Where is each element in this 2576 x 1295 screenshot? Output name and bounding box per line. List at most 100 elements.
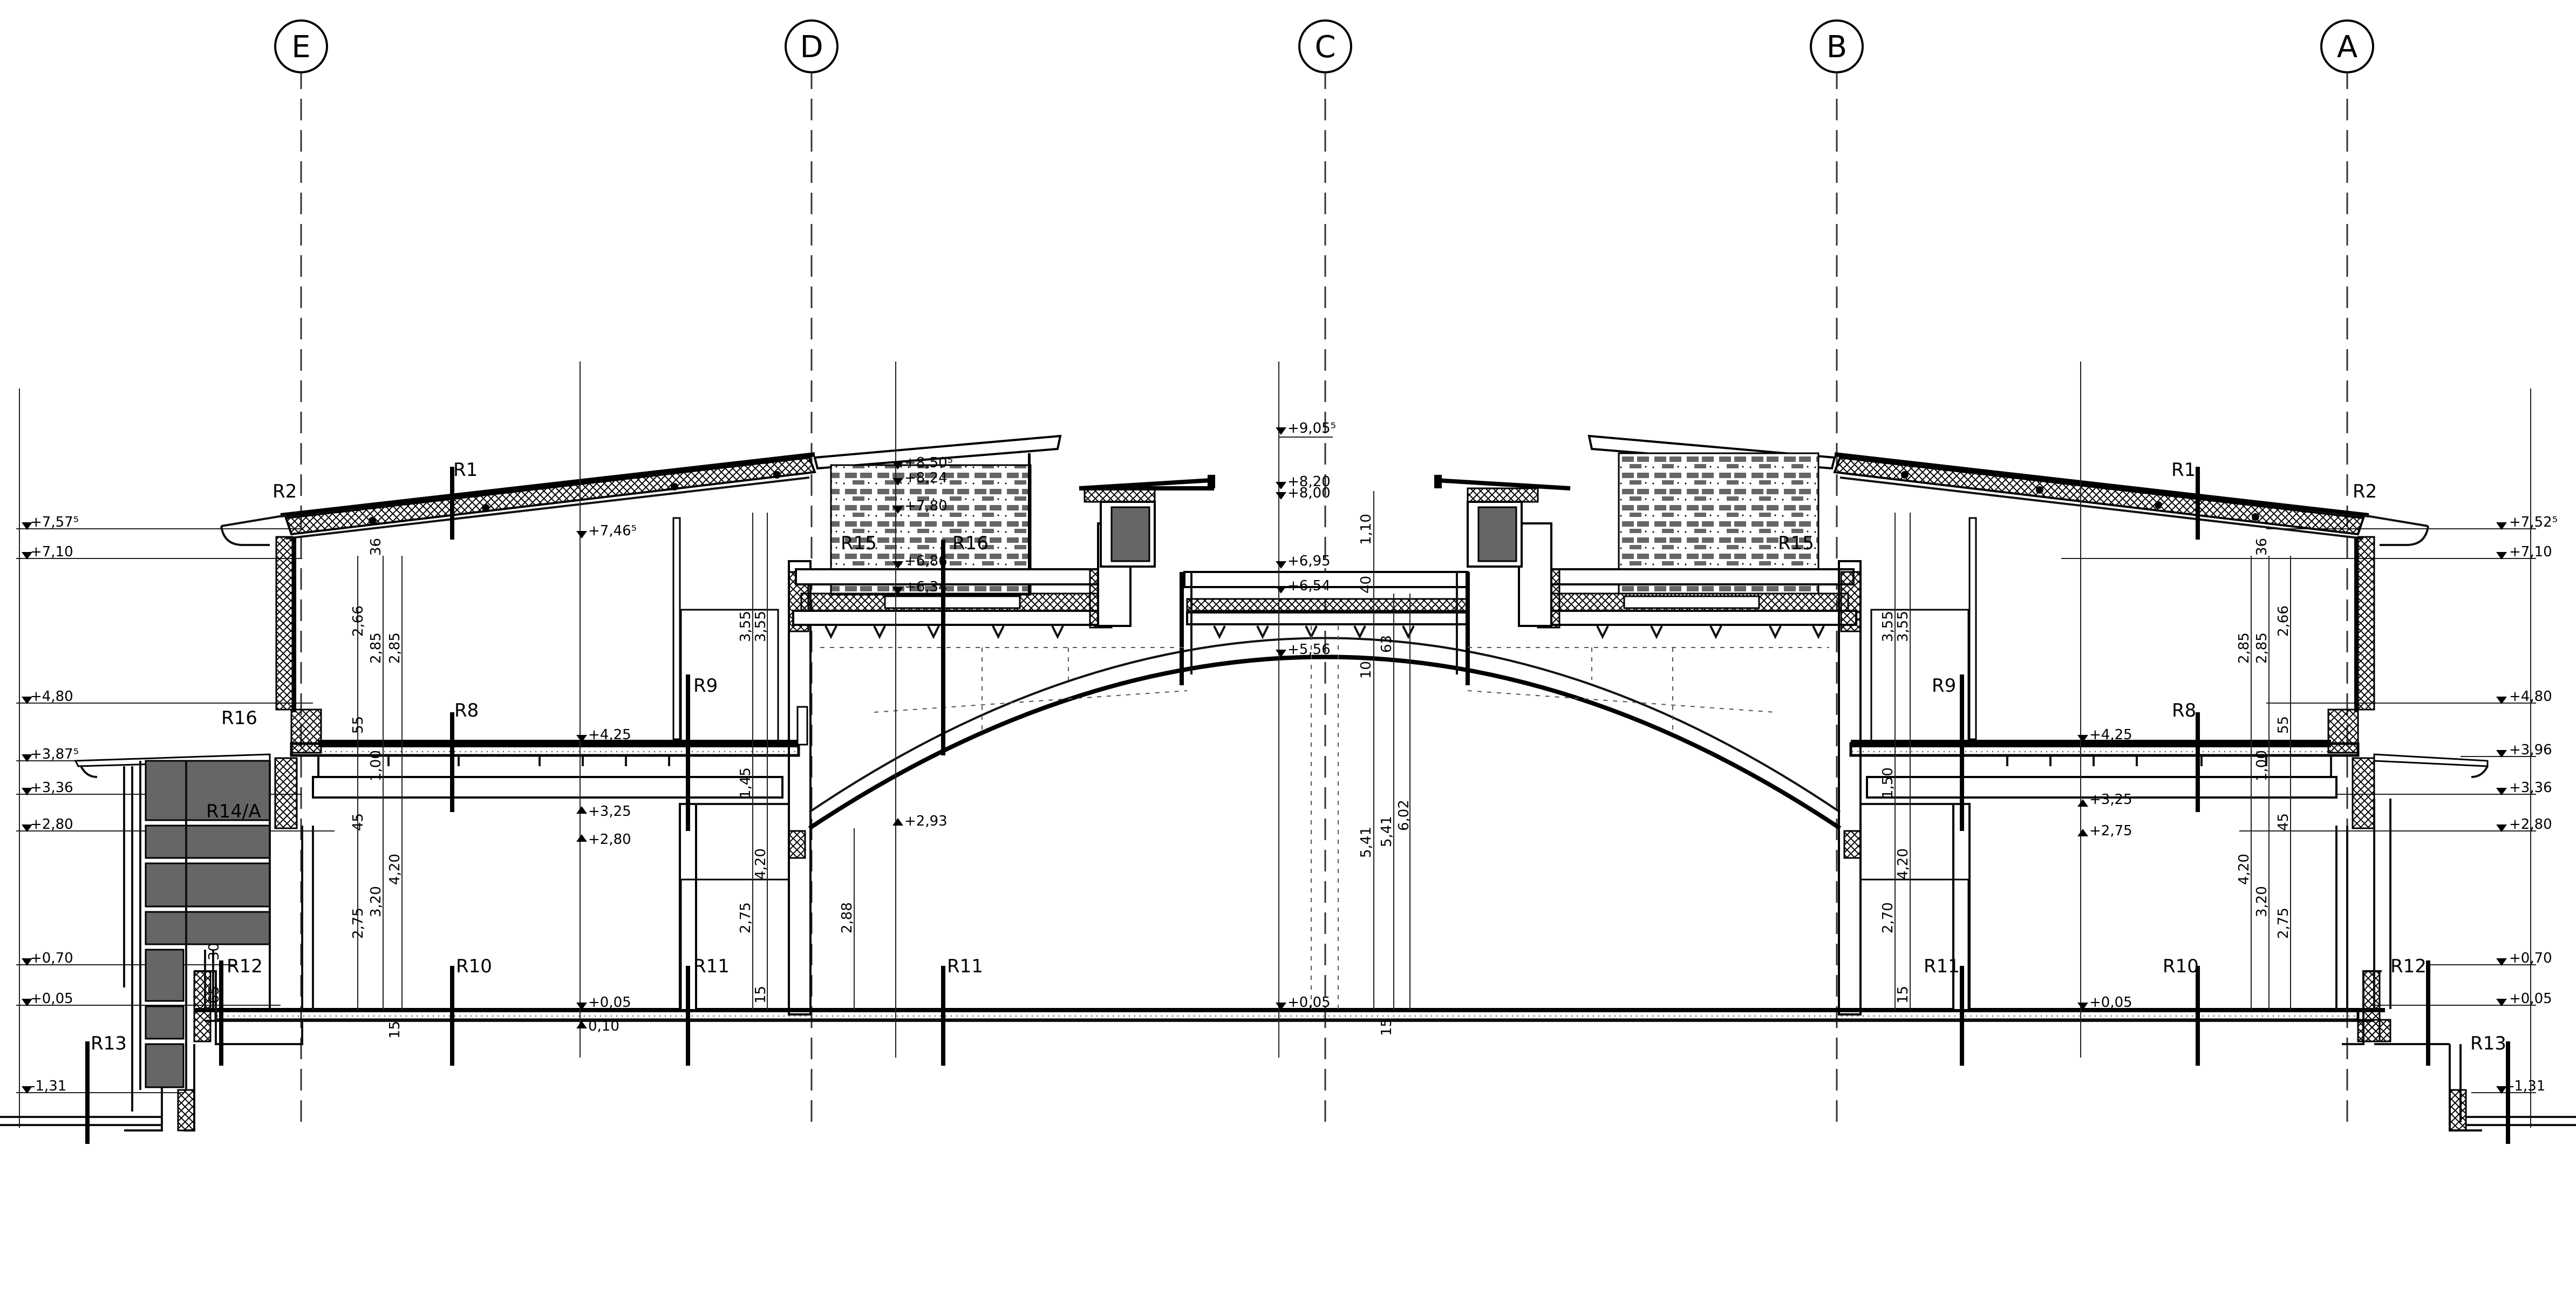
elev-left-8: -1,31 — [30, 1078, 66, 1094]
dim-left-16: 2,88 — [839, 902, 855, 933]
elev-left-slab: +3,25 — [588, 803, 631, 820]
ref-right-R9: R9 — [1932, 675, 1956, 697]
grid-label-D: D — [800, 30, 823, 65]
elev-left-5: +2,80 — [30, 816, 73, 833]
dim-center-5: 5,41 — [1379, 816, 1395, 847]
ref-left-R16b: R16 — [952, 533, 989, 554]
dim-left-7: 3,20 — [368, 886, 384, 917]
dim-left-17: 36 — [368, 538, 384, 556]
elev-center-6: +0,05 — [1287, 994, 1331, 1011]
elevations-right: +7,52⁵ +7,10 +4,80 +3,96 +3,36 +2,80 +0,… — [2496, 514, 2558, 1094]
grid-bubble-D — [785, 19, 839, 73]
tower-elevations: +8,50⁵ +8,24 +7,80 +6,86 +6,34 — [892, 455, 953, 595]
elev-left-1: +7,10 — [30, 544, 73, 560]
interior-elevations: +7,46⁵ +4,25 +3,25 +2,80 +0,05 0,10 +2,9… — [576, 523, 2132, 1034]
dim-center-0: 1,10 — [1358, 514, 1374, 545]
floor-slab — [0, 970, 2576, 1132]
elev-center-1: +8,20 — [1287, 474, 1331, 490]
dim-left-18: 65 — [206, 986, 222, 1004]
dim-right-15: 36 — [2254, 538, 2270, 556]
grid-bubble-E — [274, 19, 328, 73]
dimension-lines — [357, 362, 2291, 1058]
elev-right-slab: +3,25 — [2089, 792, 2132, 808]
dim-center-2: 63 — [1379, 635, 1395, 653]
grid-label-C: C — [1314, 30, 1335, 65]
elev-left-sub: 0,10 — [588, 1018, 619, 1034]
elev-right-4: +3,36 — [2509, 780, 2552, 796]
elev-right-low: +2,75 — [2089, 823, 2132, 839]
elev-left-low: +2,80 — [588, 831, 631, 848]
elev-left-7: +0,05 — [30, 991, 73, 1007]
dim-right-7: 45 — [2275, 813, 2292, 831]
dim-left-12: 1,45 — [738, 767, 754, 799]
dim-center-6: 6,02 — [1396, 800, 1412, 831]
grid-label-B: B — [1827, 30, 1847, 65]
dim-left-0: 2,66 — [350, 605, 366, 637]
grid-bubble-A — [2320, 19, 2374, 73]
ref-left-R13: R13 — [91, 1033, 127, 1054]
dim-left-15: 15 — [753, 986, 769, 1004]
dim-left-19: 30 — [206, 943, 222, 960]
dim-left-6: 2,75 — [350, 908, 366, 939]
elev-tower-4: +6,34 — [904, 579, 948, 595]
ref-left-R15: R15 — [841, 533, 877, 554]
elev-left-roof: +7,46⁵ — [588, 523, 637, 539]
ref-left-R1: R1 — [453, 459, 478, 481]
elev-left-0: +7,57⁵ — [30, 514, 79, 530]
dim-right-4: 2,66 — [2275, 605, 2292, 637]
center-elevations: +9,05⁵ +8,20 +8,00 +6,95 +6,54 +5,56 +0,… — [1276, 420, 1336, 1011]
dimension-texts: 2,66 2,85 2,85 55 1,00 45 2,75 3,20 4,20… — [206, 514, 2292, 1039]
dim-left-1: 2,85 — [368, 632, 384, 664]
ref-left-R16: R16 — [221, 707, 257, 729]
dim-left-14: 2,75 — [738, 902, 754, 933]
ref-right-R15: R15 — [1778, 533, 1814, 554]
left-wing — [74, 452, 816, 1112]
elev-right-6: +0,70 — [2509, 950, 2552, 966]
elev-center-4: +6,54 — [1287, 578, 1331, 594]
ref-left-R8: R8 — [454, 700, 479, 721]
grid-bubble-C — [1298, 19, 1352, 73]
ref-left-R11b: R11 — [947, 956, 983, 977]
elev-arch-spring: +2,93 — [904, 813, 948, 829]
elev-right-ground: +0,05 — [2089, 994, 2132, 1011]
ref-right-R10: R10 — [2163, 956, 2199, 977]
elev-tower-0: +8,50⁵ — [904, 455, 953, 471]
elev-tower-3: +6,86 — [904, 553, 948, 569]
ref-left-R12: R12 — [227, 956, 263, 977]
dim-right-2: 2,85 — [2236, 632, 2252, 664]
elev-left-4: +3,36 — [30, 780, 73, 796]
elev-right-5: +2,80 — [2509, 816, 2552, 833]
dim-right-9: 4,20 — [1895, 848, 1911, 880]
grid-bubble-B — [1810, 19, 1864, 73]
dim-center-7: 15 — [1379, 1018, 1395, 1036]
ref-left-R10: R10 — [456, 956, 492, 977]
right-wing — [1833, 452, 2489, 1015]
ref-right-R13: R13 — [2470, 1033, 2506, 1054]
elev-left-6: +0,70 — [30, 950, 73, 966]
dim-right-8: 1,50 — [1880, 767, 1896, 799]
elev-left-2: +4,80 — [30, 689, 73, 705]
ref-left-R9: R9 — [693, 675, 718, 697]
ref-right-R8: R8 — [2172, 700, 2196, 721]
dim-center-4: 5,41 — [1358, 827, 1374, 858]
dim-right-1: 3,55 — [1895, 611, 1911, 642]
elev-center-2: +8,00 — [1287, 485, 1331, 501]
elev-left-3: +3,87⁵ — [30, 746, 79, 762]
ref-right-R12: R12 — [2390, 956, 2427, 977]
elev-left-floor: +4,25 — [588, 727, 631, 743]
elev-left-ground: +0,05 — [588, 994, 631, 1011]
grid-label-A: A — [2337, 30, 2357, 65]
dim-center-1: 40 — [1358, 576, 1374, 594]
dim-right-12: 4,20 — [2236, 854, 2252, 885]
grid-label-E: E — [291, 30, 310, 65]
dim-left-5: 45 — [350, 813, 366, 831]
dim-left-11: 3,55 — [753, 611, 769, 642]
dim-center-3: 10 — [1358, 661, 1374, 679]
ref-markers: R1 R2 R8 R9 R16 R14/A R10 R11 R11 R12 R1… — [85, 459, 2510, 1144]
dim-right-5: 55 — [2275, 716, 2292, 734]
elev-center-5: +5,56 — [1287, 642, 1331, 658]
left-brick-tower — [792, 434, 1215, 639]
dim-left-3: 55 — [350, 716, 366, 734]
ref-left-R11a: R11 — [693, 956, 730, 977]
